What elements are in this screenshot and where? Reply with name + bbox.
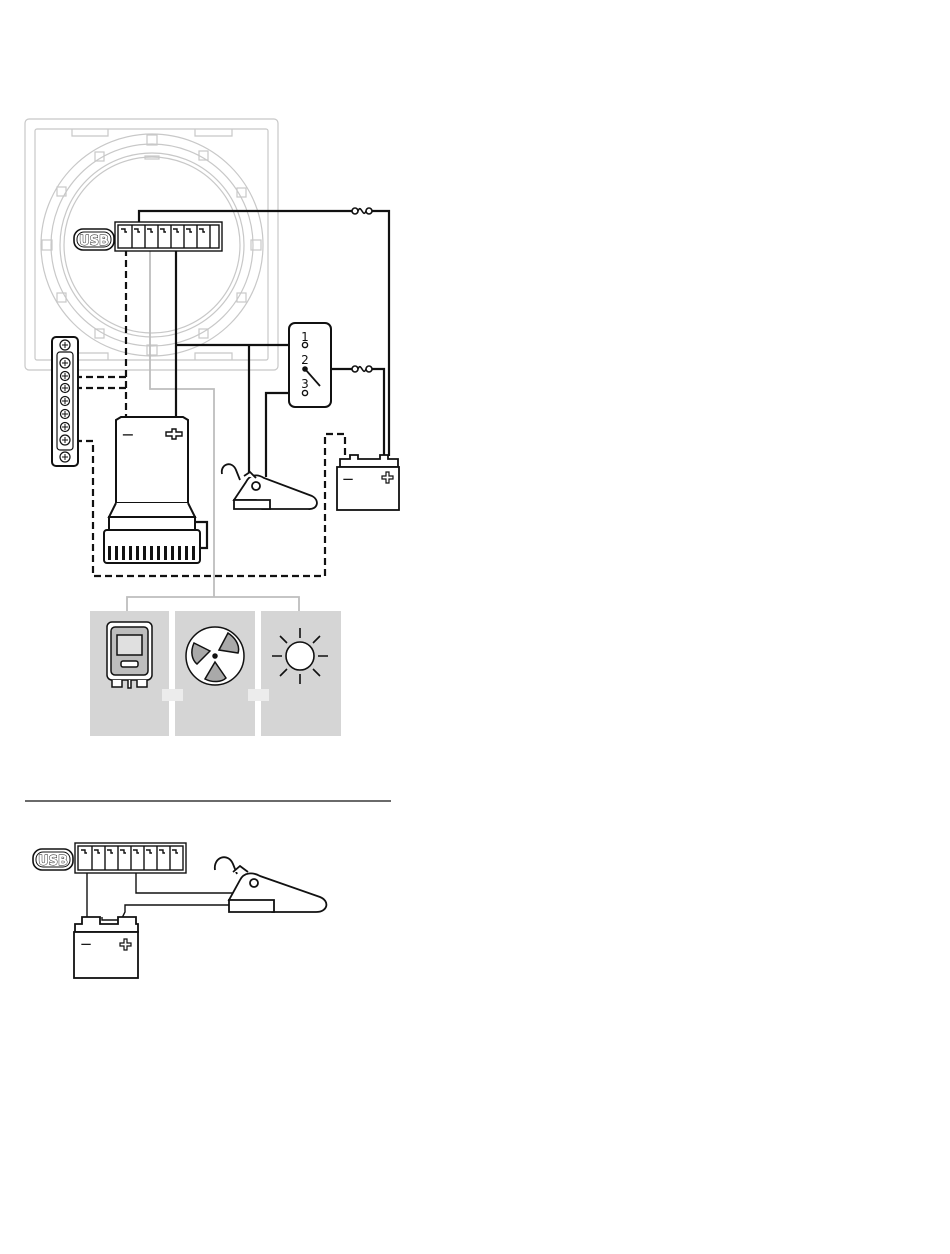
- float-switch-icon: [222, 464, 317, 509]
- lower-wiring: [87, 872, 233, 920]
- battery-icon-lower: −: [74, 917, 138, 978]
- panel-switch: 1 2 3: [289, 323, 331, 407]
- terminal-connector-lower: [75, 843, 186, 873]
- usb-badge-lower: USB: [33, 849, 73, 870]
- switch-position-3: 3: [301, 377, 309, 391]
- battery-minus-label-lower: −: [80, 935, 93, 953]
- usb-badge: USB: [74, 229, 114, 250]
- light-icon: [272, 628, 328, 684]
- switch-position-2: 2: [301, 353, 309, 367]
- usb-label: USB: [79, 234, 109, 249]
- usb-label-lower: USB: [38, 854, 68, 869]
- option-box-light: [261, 611, 341, 736]
- terminal-block-icon: [52, 337, 78, 466]
- optional-loads: [90, 611, 341, 736]
- fuse-icon: [352, 208, 372, 214]
- terminal-connector: [115, 222, 222, 251]
- pump-minus-label: −: [121, 425, 134, 444]
- horn-icon: [107, 622, 152, 688]
- fuse-icon: [352, 366, 372, 372]
- fan-icon: [186, 627, 244, 685]
- float-switch-icon-lower: [215, 857, 327, 912]
- bilge-pump-icon: −: [104, 417, 200, 563]
- battery-icon: −: [337, 455, 399, 510]
- battery-minus-label: −: [342, 470, 355, 488]
